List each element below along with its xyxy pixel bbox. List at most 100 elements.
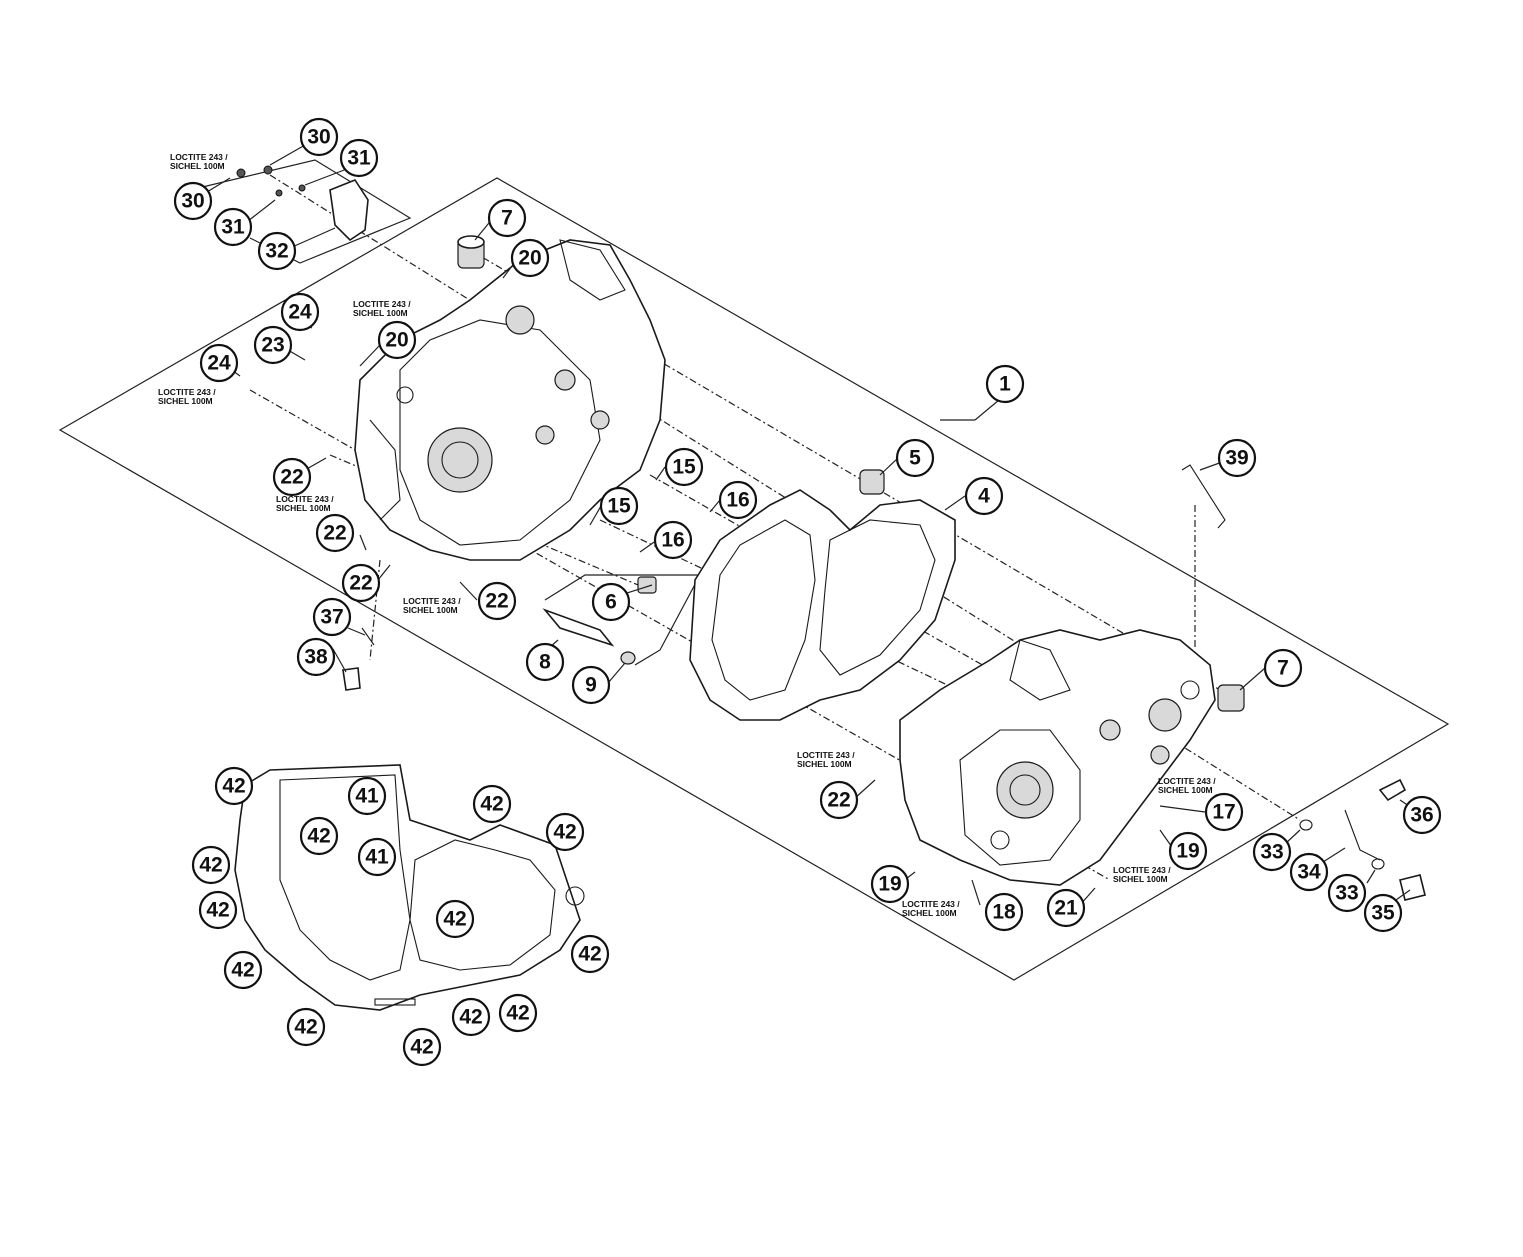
left-crankcase-half xyxy=(354,239,666,561)
callout-42c: 42 xyxy=(191,845,231,885)
callout-8: 8 xyxy=(525,642,565,682)
callout-42f: 42 xyxy=(286,1007,326,1047)
loctite-notes: LOCTITE 243 / SICHEL 100M LOCTITE 243 / … xyxy=(158,152,1216,918)
callout-38: 38 xyxy=(296,637,336,677)
svg-text:42: 42 xyxy=(410,1036,433,1059)
loctite-note-7: LOCTITE 243 / SICHEL 100M xyxy=(1158,776,1216,795)
svg-text:SICHEL 100M: SICHEL 100M xyxy=(276,503,331,513)
svg-text:SICHEL 100M: SICHEL 100M xyxy=(797,759,852,769)
callout-42i: 42 xyxy=(498,993,538,1033)
svg-text:42: 42 xyxy=(480,793,503,816)
callout-5: 5 xyxy=(895,438,935,478)
svg-text:LOCTITE 243 /: LOCTITE 243 / xyxy=(276,494,334,504)
svg-text:18: 18 xyxy=(992,901,1016,924)
svg-text:42: 42 xyxy=(443,908,466,931)
svg-text:17: 17 xyxy=(1212,801,1235,824)
loctite-note-8: LOCTITE 243 / SICHEL 100M xyxy=(1113,865,1171,884)
svg-text:22: 22 xyxy=(349,572,372,595)
svg-text:30: 30 xyxy=(181,190,204,213)
svg-text:1: 1 xyxy=(999,373,1011,396)
callout-16b: 16 xyxy=(653,520,693,560)
svg-text:23: 23 xyxy=(261,334,284,357)
svg-text:8: 8 xyxy=(539,651,551,674)
callout-1: 1 xyxy=(985,364,1025,404)
callout-34: 34 xyxy=(1289,852,1329,892)
svg-text:SICHEL 100M: SICHEL 100M xyxy=(403,605,458,615)
svg-text:LOCTITE 243 /: LOCTITE 243 / xyxy=(1113,865,1171,875)
callout-22b: 22 xyxy=(315,513,355,553)
svg-text:31: 31 xyxy=(347,147,371,170)
callout-16a: 16 xyxy=(718,480,758,520)
callout-17: 17 xyxy=(1204,792,1244,832)
callout-19a: 19 xyxy=(1168,831,1208,871)
callout-24b: 24 xyxy=(199,343,239,383)
callout-22e: 22 xyxy=(819,780,859,820)
callouts: 1 4 5 6 7 7 8 9 15 15 16 16 17 18 19 19 … xyxy=(173,117,1442,1067)
callout-30a: 30 xyxy=(299,117,339,157)
callout-24a: 24 xyxy=(280,292,320,332)
svg-text:39: 39 xyxy=(1225,447,1248,470)
callout-42j: 42 xyxy=(570,934,610,974)
svg-text:16: 16 xyxy=(661,529,684,552)
callout-42m: 42 xyxy=(472,784,512,824)
callout-30b: 30 xyxy=(173,181,213,221)
svg-text:24: 24 xyxy=(288,301,312,324)
callout-36: 36 xyxy=(1402,795,1442,835)
svg-text:19: 19 xyxy=(878,873,901,896)
callout-15b: 15 xyxy=(599,486,639,526)
svg-text:9: 9 xyxy=(585,674,597,697)
right-crankcase-half xyxy=(899,629,1216,886)
gasket-detail xyxy=(234,764,585,1011)
callout-41b: 41 xyxy=(357,837,397,877)
callout-20a: 20 xyxy=(510,238,550,278)
svg-text:42: 42 xyxy=(294,1016,317,1039)
svg-text:SICHEL 100M: SICHEL 100M xyxy=(170,161,225,171)
callout-20b: 20 xyxy=(377,320,417,360)
loctite-note-3: LOCTITE 243 / SICHEL 100M xyxy=(158,387,216,406)
callout-42h: 42 xyxy=(451,997,491,1037)
svg-text:42: 42 xyxy=(199,854,222,877)
callout-6: 6 xyxy=(591,582,631,622)
callout-15a: 15 xyxy=(664,447,704,487)
svg-text:LOCTITE 243 /: LOCTITE 243 / xyxy=(158,387,216,397)
svg-text:42: 42 xyxy=(459,1006,482,1029)
callout-39: 39 xyxy=(1217,438,1257,478)
callout-42k: 42 xyxy=(435,899,475,939)
svg-text:42: 42 xyxy=(307,825,330,848)
svg-text:24: 24 xyxy=(207,352,231,375)
svg-text:33: 33 xyxy=(1260,841,1283,864)
svg-text:4: 4 xyxy=(978,485,990,508)
svg-text:15: 15 xyxy=(672,456,696,479)
callout-42g: 42 xyxy=(402,1027,442,1067)
svg-text:38: 38 xyxy=(304,646,328,669)
svg-text:20: 20 xyxy=(385,329,408,352)
loctite-note-5: LOCTITE 243 / SICHEL 100M xyxy=(403,596,461,615)
small-parts xyxy=(236,165,1426,901)
callout-21: 21 xyxy=(1046,888,1086,928)
callout-33a: 33 xyxy=(1252,832,1292,872)
loctite-note-6: LOCTITE 243 / SICHEL 100M xyxy=(797,750,855,769)
svg-text:SICHEL 100M: SICHEL 100M xyxy=(353,308,408,318)
svg-text:21: 21 xyxy=(1054,897,1078,920)
callout-42l: 42 xyxy=(545,812,585,852)
svg-text:22: 22 xyxy=(280,466,303,489)
callout-41a: 41 xyxy=(347,776,387,816)
gasket-4 xyxy=(689,489,956,721)
svg-text:42: 42 xyxy=(506,1002,529,1025)
svg-text:LOCTITE 243 /: LOCTITE 243 / xyxy=(403,596,461,606)
callout-22a: 22 xyxy=(272,457,312,497)
svg-text:31: 31 xyxy=(221,216,245,239)
loctite-note-4: LOCTITE 243 / SICHEL 100M xyxy=(276,494,334,513)
svg-text:42: 42 xyxy=(578,943,601,966)
svg-text:34: 34 xyxy=(1297,861,1321,884)
svg-text:33: 33 xyxy=(1335,882,1358,905)
callout-31b: 31 xyxy=(213,207,253,247)
callout-42e: 42 xyxy=(223,950,263,990)
callout-4: 4 xyxy=(964,476,1004,516)
callout-7a: 7 xyxy=(487,198,527,238)
callout-42b: 42 xyxy=(299,816,339,856)
svg-text:6: 6 xyxy=(605,591,617,614)
svg-text:16: 16 xyxy=(726,489,749,512)
svg-text:LOCTITE 243 /: LOCTITE 243 / xyxy=(170,152,228,162)
